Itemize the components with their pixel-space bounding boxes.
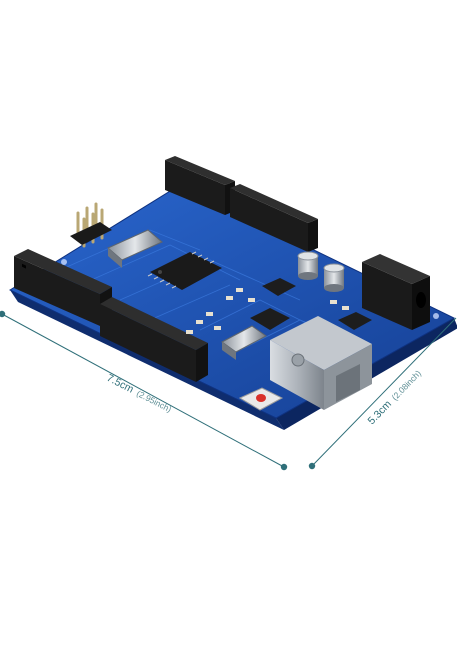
crystal-16mhz bbox=[221, 325, 267, 360]
icsp-base bbox=[70, 222, 112, 245]
reset-button bbox=[238, 387, 284, 411]
crystal-oscillator bbox=[107, 229, 163, 268]
digital-pin-header bbox=[14, 249, 208, 382]
usb-b-connector bbox=[270, 316, 372, 410]
length-dimension bbox=[0, 310, 288, 471]
capacitor-1 bbox=[297, 251, 319, 280]
power-pin-header bbox=[165, 156, 318, 252]
capacitor-2 bbox=[323, 263, 345, 292]
dc-power-jack bbox=[362, 254, 430, 330]
width-dimension bbox=[308, 317, 457, 470]
microcontroller-chip bbox=[147, 251, 222, 290]
length-label: 7.5cm (2.95inch) bbox=[105, 372, 174, 415]
smd-components bbox=[186, 278, 372, 334]
